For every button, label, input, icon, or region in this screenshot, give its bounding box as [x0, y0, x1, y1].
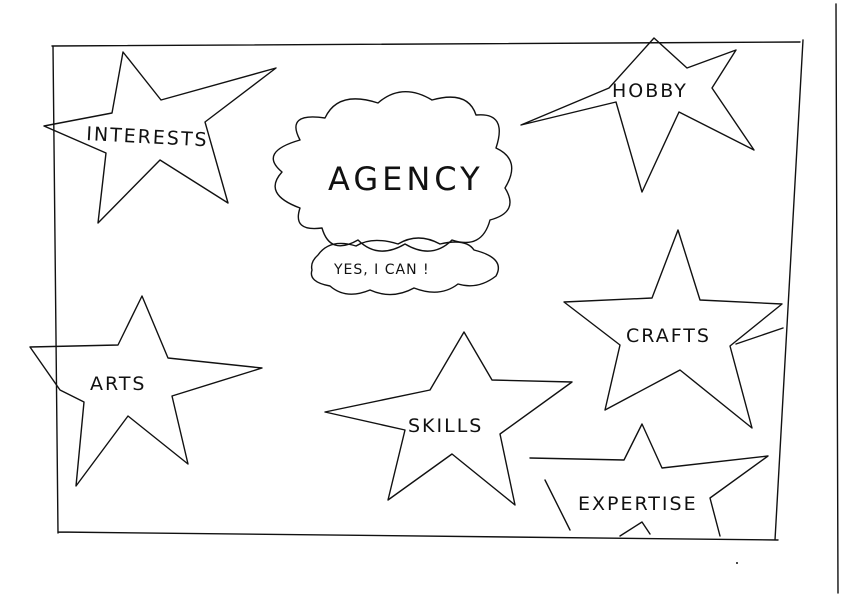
star-expertise-label: EXPERTISE	[578, 493, 698, 515]
agency-cloud-outline	[272, 91, 513, 252]
star-hobby-label: HOBBY	[612, 80, 688, 102]
star-arts-label: ARTS	[90, 373, 146, 395]
star-crafts: CRAFTS	[563, 229, 784, 429]
yes-i-can-cloud: YES, I CAN !	[310, 237, 500, 296]
star-hobby-outline	[520, 37, 755, 193]
agency-cloud: AGENCY	[272, 91, 513, 252]
frame-border	[51, 39, 804, 541]
agency-title: AGENCY	[328, 160, 484, 198]
star-interests-outline	[43, 51, 277, 224]
star-expertise-outline	[529, 423, 769, 537]
yes-i-can-cloud-outline	[310, 237, 500, 296]
star-expertise: EXPERTISE	[529, 423, 769, 537]
page-edge-line	[835, 3, 839, 594]
star-crafts-label: CRAFTS	[626, 325, 711, 347]
star-hobby: HOBBY	[520, 37, 755, 193]
star-skills-label: SKILLS	[408, 415, 483, 437]
star-skills: SKILLS	[324, 331, 573, 506]
pen-dot	[736, 562, 738, 564]
star-skills-outline	[324, 331, 573, 506]
star-arts-outline	[29, 295, 263, 487]
star-crafts-outline	[563, 229, 783, 429]
yes-i-can-text: YES, I CAN !	[333, 262, 430, 278]
star-arts: ARTS	[29, 295, 263, 487]
star-interests: INTERESTS	[43, 51, 277, 224]
crafts-arrow-stroke	[735, 327, 784, 345]
star-interests-label: INTERESTS	[86, 123, 209, 151]
